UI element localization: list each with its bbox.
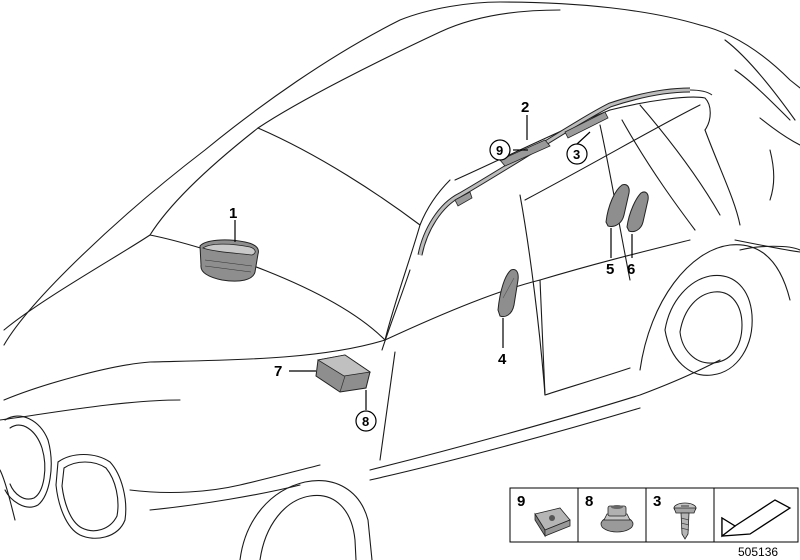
legend-clip-number: 9 <box>517 493 525 510</box>
callout-8-circle <box>355 410 377 432</box>
callout-8: 8 <box>362 414 369 429</box>
callout-1: 1 <box>229 205 237 222</box>
callout-6: 6 <box>627 261 635 278</box>
callout-5: 5 <box>606 261 614 278</box>
callout-7: 7 <box>274 363 282 380</box>
clip-icon <box>534 507 571 538</box>
screw-icon <box>673 502 697 540</box>
direction-arrow-icon <box>721 499 792 538</box>
knee-airbag <box>315 354 372 393</box>
rear-side-airbags <box>605 184 649 233</box>
legend-nut-number: 8 <box>585 493 593 510</box>
front-side-airbag <box>497 269 519 318</box>
document-id: 505136 <box>738 545 778 559</box>
head-curtain-airbag <box>417 87 713 256</box>
callout-labels: 1 2 9 3 4 5 6 7 8 <box>229 99 635 432</box>
nut-icon <box>600 505 634 533</box>
legend-screw-number: 3 <box>653 493 661 510</box>
leader-lines <box>234 115 633 410</box>
callout-4: 4 <box>498 351 507 368</box>
front-passenger-airbag <box>199 239 259 282</box>
hardware-legend: 9 8 3 <box>509 487 799 543</box>
callout-9-circle <box>489 139 511 161</box>
callout-2: 2 <box>521 99 529 116</box>
callout-3-circle <box>566 143 588 165</box>
callout-9: 9 <box>496 143 503 158</box>
callout-3: 3 <box>573 147 580 162</box>
